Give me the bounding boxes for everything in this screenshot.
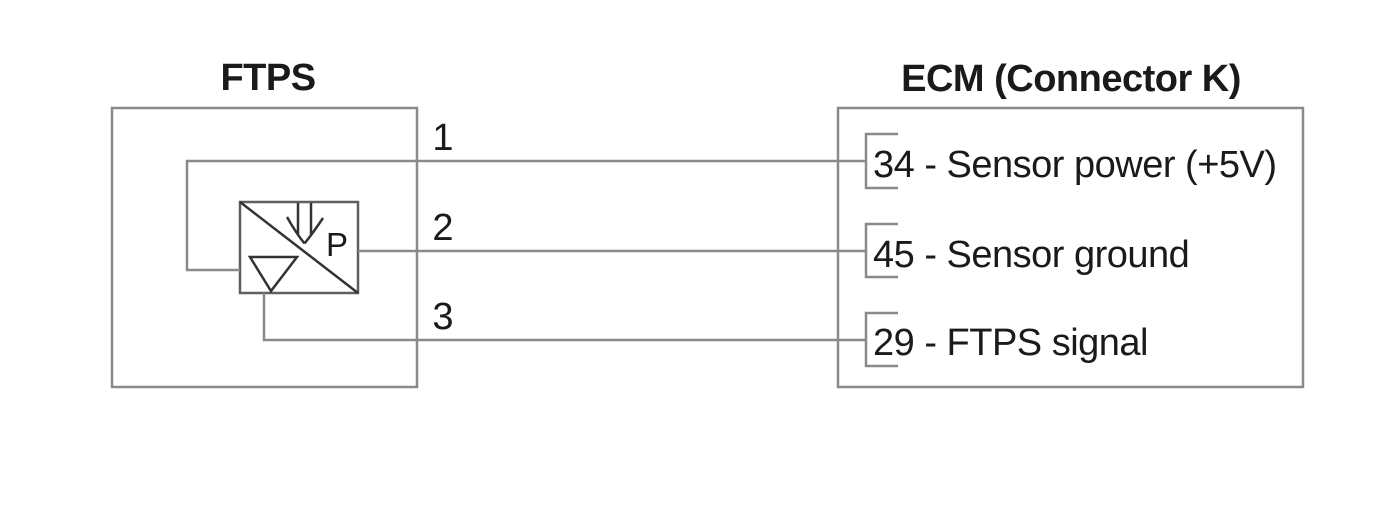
wire-1-number: 1: [432, 117, 453, 159]
pin-34-label: 34 - Sensor power (+5V): [873, 144, 1277, 186]
arrow-head-left: [285, 216, 306, 245]
ecm-title: ECM (Connector K): [901, 58, 1241, 100]
wire-harness: [185, 159, 866, 342]
wire-3-path: [262, 293, 866, 342]
sensor-p-label: P: [326, 226, 348, 263]
pin-45-bracket: [864, 222, 898, 279]
pressure-sensor-symbol: P: [238, 200, 360, 295]
ecm-pin-labels: 34 - Sensor power (+5V) 45 - Sensor grou…: [873, 144, 1277, 364]
wire-2-number: 2: [432, 207, 453, 249]
ecm-connector-box: [836, 106, 1305, 389]
pin-29-label: 29 - FTPS signal: [873, 322, 1148, 364]
pin-34-bracket: [864, 132, 898, 190]
sensor-triangle-icon: [247, 255, 300, 294]
pin-45-label: 45 - Sensor ground: [873, 234, 1189, 276]
pressure-arrow-icon: [285, 203, 325, 245]
ecm-pin-brackets: [864, 132, 898, 368]
sensor-symbol-box: [238, 200, 360, 295]
ftps-component: FTPS P: [110, 57, 419, 389]
pin-29-bracket: [864, 311, 898, 368]
sensor-diagonal-line: [239, 201, 359, 294]
ftps-housing-box: [110, 106, 419, 389]
wire-3-number: 3: [432, 296, 453, 338]
wire-numbers: 1 2 3: [432, 117, 453, 338]
arrow-head-right: [303, 217, 325, 245]
ecm-component: ECM (Connector K) 34 - Sensor power (+5V…: [836, 58, 1305, 389]
wire-1-path: [185, 159, 866, 272]
ftps-title: FTPS: [220, 57, 315, 99]
